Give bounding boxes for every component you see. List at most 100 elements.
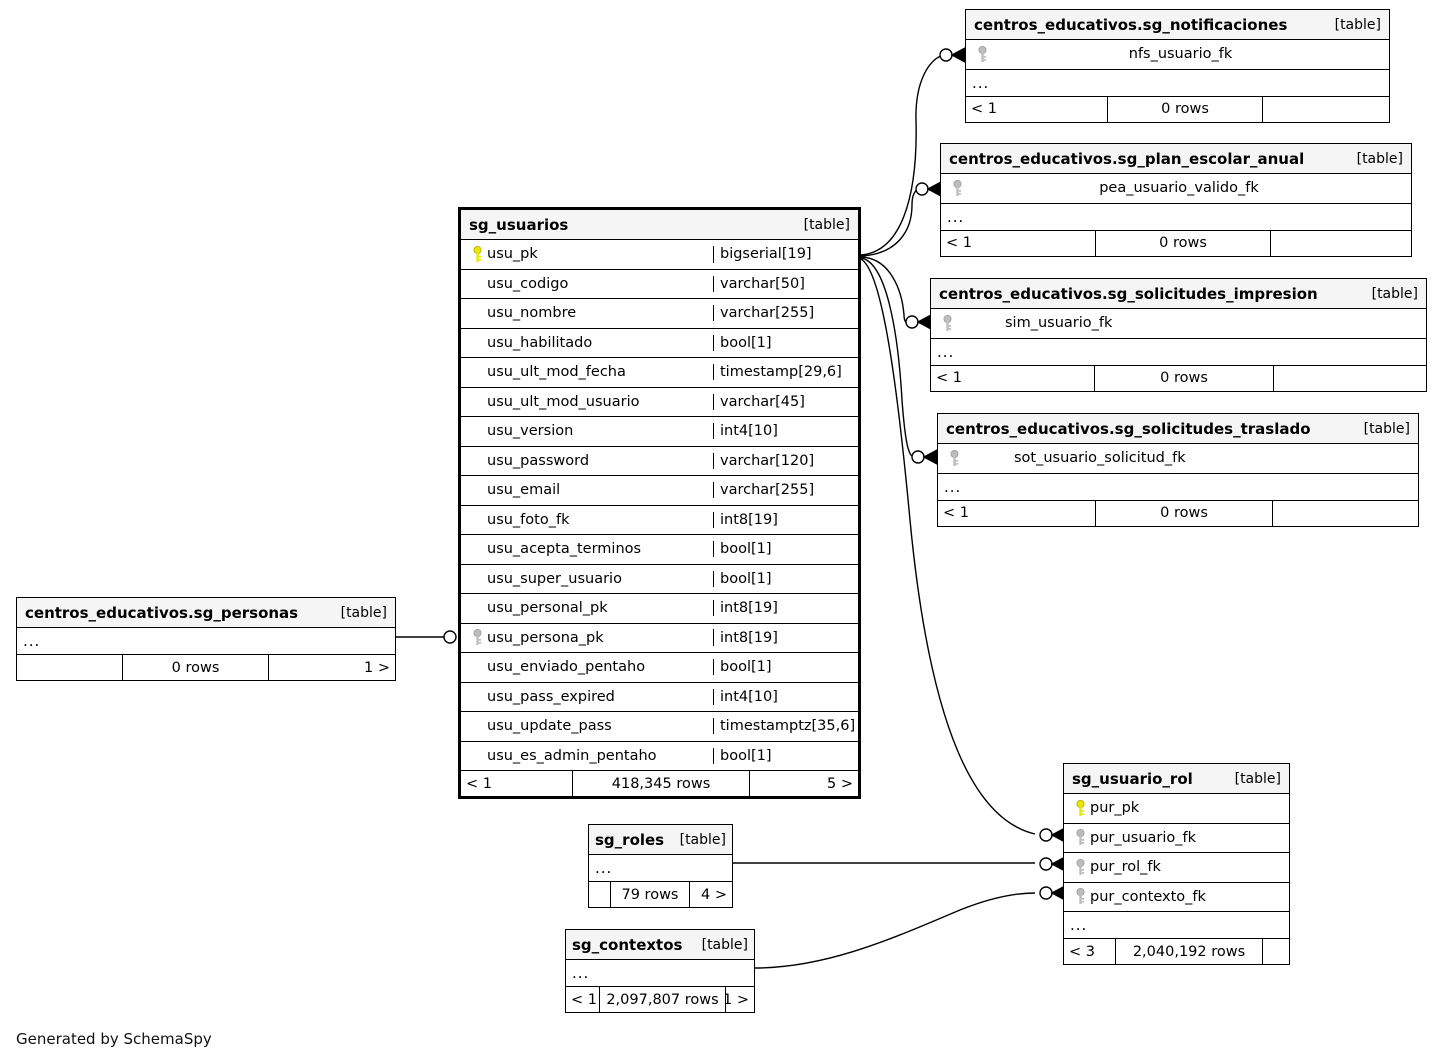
column-name: pur_pk xyxy=(1090,800,1140,817)
column-name: usu_habilitado xyxy=(487,334,593,351)
column-name: usu_email xyxy=(487,482,561,499)
table-row[interactable]: usu_super_usuario bool[1] xyxy=(461,565,858,594)
table-sg-plan-escolar-anual[interactable]: centros_educativos.sg_plan_escolar_anual… xyxy=(940,143,1412,257)
column-name: pur_usuario_fk xyxy=(1090,829,1197,846)
table-row[interactable]: pur_pk xyxy=(1064,794,1289,824)
foreign-key-icon xyxy=(937,314,957,332)
table-title: centros_educativos.sg_notificaciones xyxy=(974,15,1288,34)
generated-by-credit: Generated by SchemaSpy xyxy=(16,1030,212,1048)
table-row[interactable]: usu_nombre varchar[255] xyxy=(461,299,858,329)
table-row[interactable]: usu_habilitado bool[1] xyxy=(461,329,858,358)
table-sg-notificaciones[interactable]: centros_educativos.sg_notificaciones [ta… xyxy=(965,9,1390,123)
table-footer: < 1 418,345 rows 5 > xyxy=(461,771,858,796)
table-kind-label: [table] xyxy=(1363,420,1410,437)
table-row[interactable]: usu_update_pass timestamptz[35,6] xyxy=(461,712,858,742)
table-sg-roles[interactable]: sg_roles [table] ... 79 rows 4 > xyxy=(588,824,733,908)
column-name: usu_es_admin_pentaho xyxy=(487,747,657,764)
edge-usuarios-plan-escolar xyxy=(860,189,918,257)
table-row[interactable]: pea_usuario_valido_fk xyxy=(941,174,1411,204)
table-row[interactable]: usu_codigo varchar[50] xyxy=(461,270,858,299)
column-type: bool[1] xyxy=(720,541,772,558)
table-title: sg_roles xyxy=(595,830,665,849)
column-type: varchar[255] xyxy=(720,482,815,499)
table-header: sg_roles [table] xyxy=(589,825,732,855)
table-header: centros_educativos.sg_plan_escolar_anual… xyxy=(941,144,1411,174)
table-kind-label: [table] xyxy=(803,216,850,233)
footer-parents-count: < 1 xyxy=(931,365,1095,391)
table-header: sg_contextos [table] xyxy=(566,930,754,960)
more-columns-indicator: ... xyxy=(566,960,754,987)
table-row[interactable]: usu_enviado_pentaho bool[1] xyxy=(461,653,858,683)
footer-parents-count: < 1 xyxy=(461,771,573,796)
footer-row-count: 2,097,807 rows xyxy=(600,987,726,1012)
edge-contextos-usuario-rol xyxy=(754,892,1036,969)
footer-children-count xyxy=(1274,366,1426,391)
table-sg-contextos[interactable]: sg_contextos [table] ... < 1 2,097,807 r… xyxy=(565,929,755,1013)
edge-usuarios-solicitudes-traslado xyxy=(860,257,913,457)
footer-parents-count xyxy=(589,882,611,907)
column-type: bool[1] xyxy=(720,659,772,676)
table-row[interactable]: usu_persona_pk int8[19] xyxy=(461,624,858,653)
column-name: usu_persona_pk xyxy=(487,629,604,646)
table-sg-personas[interactable]: centros_educativos.sg_personas [table] .… xyxy=(16,597,396,681)
column-type: int8[19] xyxy=(720,511,778,528)
table-row[interactable]: usu_pk bigserial[19] xyxy=(461,240,858,270)
table-row[interactable]: pur_contexto_fk xyxy=(1064,883,1289,912)
table-row[interactable]: usu_es_admin_pentaho bool[1] xyxy=(461,742,858,771)
table-sg-solicitudes-impresion[interactable]: centros_educativos.sg_solicitudes_impres… xyxy=(930,278,1427,392)
table-row[interactable]: usu_acepta_terminos bool[1] xyxy=(461,535,858,565)
table-row[interactable]: usu_ult_mod_fecha timestamp[29,6] xyxy=(461,358,858,388)
table-title: sg_usuario_rol xyxy=(1072,769,1193,788)
table-row[interactable]: usu_ult_mod_usuario varchar[45] xyxy=(461,388,858,417)
table-sg-usuarios[interactable]: sg_usuarios [table] usu_pk bigserial[19]… xyxy=(458,207,861,799)
edge-endpoint-circle xyxy=(911,450,925,464)
footer-parents-count: < 1 xyxy=(938,500,1096,526)
footer-children-count xyxy=(1263,97,1389,122)
more-columns-indicator: ... xyxy=(938,474,1418,501)
table-row[interactable]: pur_usuario_fk xyxy=(1064,824,1289,853)
column-name: usu_super_usuario xyxy=(487,570,622,587)
edge-usuarios-solicitudes-impresion xyxy=(860,256,908,324)
column-type: varchar[255] xyxy=(720,305,815,322)
foreign-key-icon xyxy=(947,179,967,197)
column-type: int4[10] xyxy=(720,423,778,440)
footer-parents-count: < 1 xyxy=(566,987,600,1012)
table-row[interactable]: usu_version int4[10] xyxy=(461,417,858,447)
table-row[interactable]: usu_pass_expired int4[10] xyxy=(461,683,858,712)
column-type: varchar[45] xyxy=(720,393,805,410)
table-row[interactable]: sot_usuario_solicitud_fk xyxy=(938,444,1418,474)
column-name: pur_rol_fk xyxy=(1090,859,1161,876)
footer-children-count: 1 > xyxy=(726,991,749,1008)
table-row[interactable]: nfs_usuario_fk xyxy=(966,40,1389,70)
table-title: centros_educativos.sg_plan_escolar_anual xyxy=(949,149,1305,168)
footer-children-count xyxy=(1273,501,1418,526)
column-name: usu_codigo xyxy=(487,275,569,292)
table-sg-usuario-rol[interactable]: sg_usuario_rol [table] pur_pk pur_usuari… xyxy=(1063,763,1290,965)
table-header: centros_educativos.sg_solicitudes_trasla… xyxy=(938,414,1418,444)
primary-key-icon xyxy=(1070,799,1090,817)
table-footer: 79 rows 4 > xyxy=(589,882,732,907)
table-row[interactable]: usu_personal_pk int8[19] xyxy=(461,594,858,624)
foreign-key-icon xyxy=(1070,829,1090,846)
table-sg-solicitudes-traslado[interactable]: centros_educativos.sg_solicitudes_trasla… xyxy=(937,413,1419,527)
table-header: centros_educativos.sg_personas [table] xyxy=(17,598,395,628)
table-kind-label: [table] xyxy=(1234,770,1281,787)
column-type: int8[19] xyxy=(720,629,778,646)
table-row[interactable]: sim_usuario_fk xyxy=(931,309,1426,339)
footer-row-count: 0 rows xyxy=(1096,230,1271,256)
table-footer: < 1 0 rows xyxy=(938,500,1418,526)
table-row[interactable]: usu_password varchar[120] xyxy=(461,447,858,476)
edge-endpoint-circle xyxy=(915,182,929,196)
table-row[interactable]: usu_foto_fk int8[19] xyxy=(461,506,858,535)
table-title: sg_usuarios xyxy=(469,215,569,234)
more-columns-indicator: ... xyxy=(1064,912,1289,939)
table-kind-label: [table] xyxy=(679,831,726,848)
table-footer: 0 rows 1 > xyxy=(17,655,395,680)
table-row[interactable]: usu_email varchar[255] xyxy=(461,476,858,506)
column-name: pur_contexto_fk xyxy=(1090,888,1206,905)
table-row[interactable]: pur_rol_fk xyxy=(1064,853,1289,883)
footer-parents-count xyxy=(17,655,123,680)
footer-row-count: 0 rows xyxy=(1096,500,1273,526)
column-type: timestamptz[35,6] xyxy=(720,718,856,735)
